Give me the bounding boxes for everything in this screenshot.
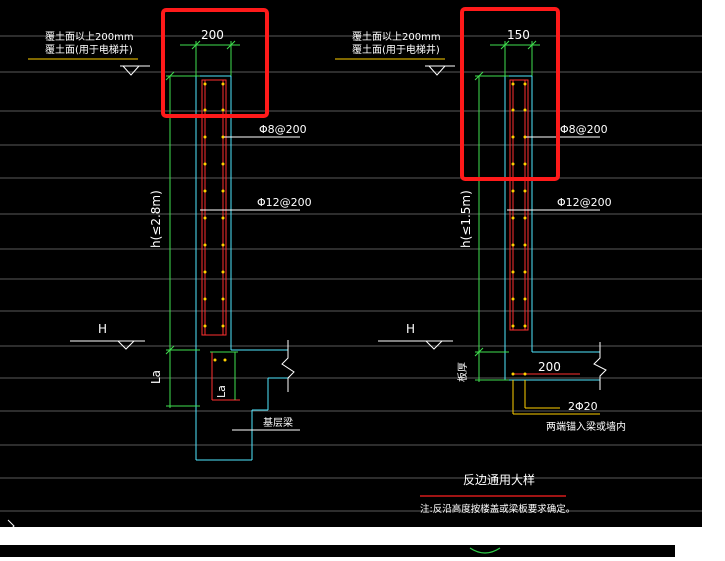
left-stirrup-label: Φ8@200: [259, 123, 307, 136]
left-water-level-label: H: [98, 322, 107, 336]
drawing-background: [0, 0, 702, 527]
left-note-line2: 覆土面(用于电梯井): [45, 43, 133, 56]
right-water-level-label: H: [406, 322, 415, 336]
left-rebar-dots: [203, 82, 227, 362]
right-base-width-dim: 200: [538, 360, 561, 374]
right-height-dim-lines: [474, 71, 509, 382]
right-level-symbol: [428, 65, 446, 76]
left-level-symbol: [122, 65, 140, 76]
right-detail: 覆土面以上200mm 覆土面(用于电梯井) 150: [335, 28, 626, 433]
left-break-symbol: [281, 340, 295, 392]
footer-title: 反边通用大样: [463, 472, 535, 487]
left-anchor-la: La: [149, 370, 163, 384]
right-break-symbol: [593, 342, 607, 390]
right-anchor-note: 两端锚入梁或墙内: [546, 420, 626, 433]
highlight-box-right: [460, 7, 560, 181]
left-detail: 覆土面以上200mm 覆土面(用于电梯井) 200: [28, 28, 312, 461]
right-height-label: h(≤1.5m): [459, 190, 473, 248]
right-bottom-bar-leader: [512, 380, 600, 415]
corner-marker: [7, 519, 15, 533]
right-width-dim-lines: [490, 40, 540, 76]
right-width-dim: 150: [507, 28, 530, 42]
bottom-arc-mark: [469, 547, 501, 554]
footer-note: 注:反沿高度按楼盖或梁板要求确定。: [420, 503, 575, 515]
right-bottom-bar-label: 2Φ20: [568, 400, 598, 413]
left-height-label: h(≤2.8m): [149, 190, 163, 248]
grid-lines: [0, 35, 702, 512]
left-width-dim: 200: [201, 28, 224, 42]
right-slab-label: 板厚: [456, 362, 469, 382]
right-rebar-dots: [511, 82, 527, 376]
left-note-line1: 覆土面以上200mm: [45, 30, 134, 43]
highlight-box-left: [161, 8, 269, 118]
right-note-line1: 覆土面以上200mm: [352, 30, 441, 43]
right-note-line2: 覆土面(用于电梯井): [352, 43, 440, 56]
right-stirrups: [509, 79, 580, 375]
right-vertical-bar-label: Φ12@200: [557, 196, 612, 209]
left-height-dim-lines: [165, 71, 200, 408]
left-beam-label: 基层梁: [263, 416, 293, 429]
drawing-footer: 反边通用大样 注:反沿高度按楼盖或梁板要求确定。: [420, 472, 575, 515]
bottom-black-strip: [0, 545, 675, 557]
left-vertical-bar-label: Φ12@200: [257, 196, 312, 209]
right-stirrup-label: Φ8@200: [560, 123, 608, 136]
left-stirrups: [201, 79, 240, 401]
right-wall-outline: [504, 75, 600, 381]
left-width-dim-lines: [180, 40, 240, 76]
left-anchor-la2: La: [215, 385, 228, 398]
